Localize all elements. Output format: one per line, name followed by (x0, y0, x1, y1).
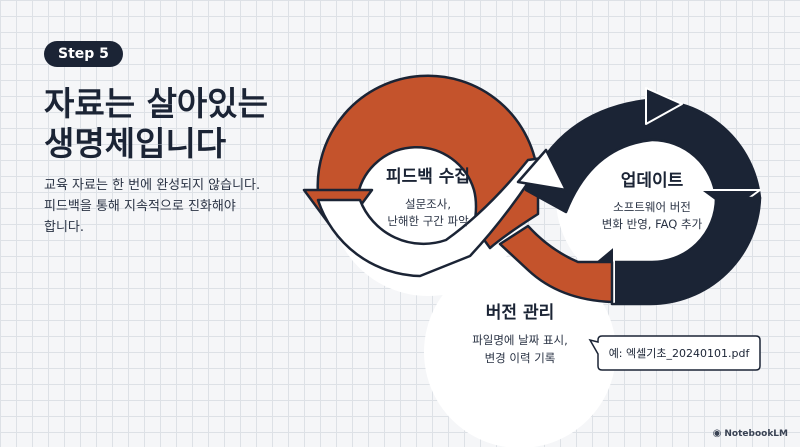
notebooklm-logo-icon: ◉ (712, 428, 722, 439)
feedback-line-1: 설문조사, (405, 197, 451, 211)
description-line-1: 교육 자료는 한 번에 완성되지 않습니다. (44, 178, 261, 193)
update-title: 업데이트 (621, 171, 684, 191)
footer-brand-name: NotebookLM (724, 428, 788, 439)
description-line-2: 피드백을 통해 지속적으로 진화해야 (44, 199, 236, 214)
footer-brand: ◉ NotebookLM (713, 428, 788, 439)
update-line-1: 소프트웨어 버전 (613, 200, 691, 214)
callout-bubble (588, 335, 761, 371)
page-title: 자료는 살아있는 생명체입니다 (44, 84, 324, 164)
crossing-band-orange (498, 224, 614, 304)
feedback-loop-arc (316, 74, 540, 250)
feedback-line-2: 난해한 구간 파악 (387, 214, 469, 228)
version-line-2: 변경 이력 기록 (485, 351, 556, 365)
description: 교육 자료는 한 번에 완성되지 않습니다. 피드백을 통해 지속적으로 진화해… (44, 175, 314, 238)
version-loop-arrowhead (516, 148, 568, 192)
description-line-3: 합니다. (44, 220, 85, 235)
feedback-title: 피드백 수집 (386, 167, 470, 187)
title-line-2: 생명체입니다 (44, 124, 227, 163)
version-line-1: 파일명에 날짜 표시, (472, 333, 568, 347)
filename-callout: 예: 엑셀기초_20240101.pdf (588, 335, 761, 371)
version-circle (424, 256, 616, 447)
update-return-arc (610, 196, 762, 306)
update-top-arrowhead (645, 87, 683, 125)
update-line-2: 변화 반영, FAQ 추가 (602, 217, 703, 231)
title-line-1: 자료는 살아있는 (44, 84, 269, 123)
step-badge: Step 5 (44, 41, 123, 67)
callout-text: 예: 엑셀기초_20240101.pdf (609, 347, 751, 360)
version-title: 버전 관리 (486, 303, 554, 323)
update-loop-arc (524, 98, 762, 214)
